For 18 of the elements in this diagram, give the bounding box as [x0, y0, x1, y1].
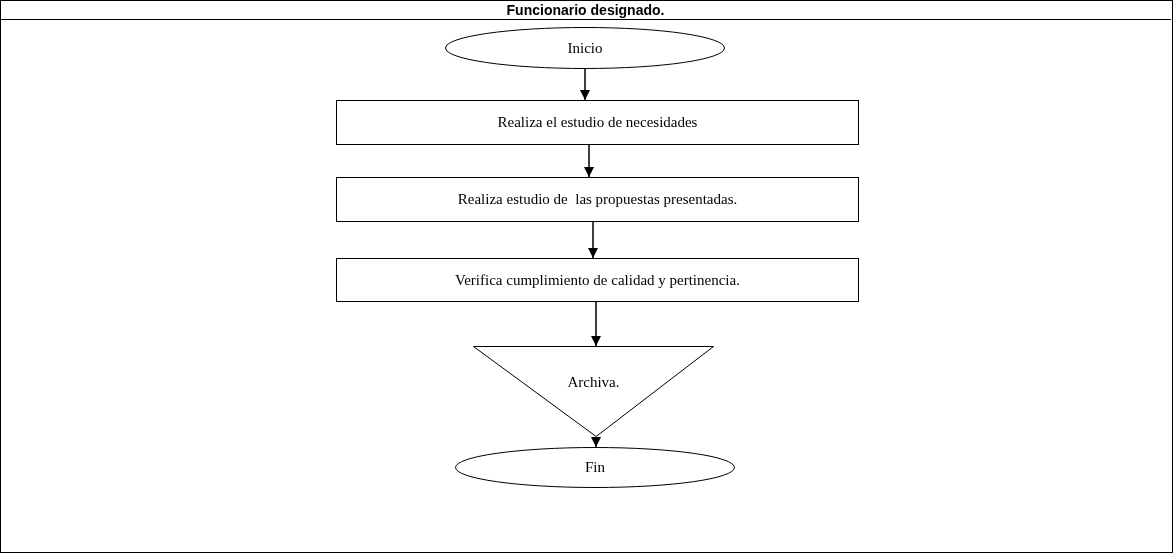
process-box	[336, 258, 859, 302]
node-label: Fin	[585, 459, 605, 476]
arrow	[588, 221, 598, 259]
title: Funcionario designado.	[506, 1, 665, 18]
process-box	[336, 177, 859, 222]
node-label: Verifica cumplimiento de calidad y pertinencia.	[455, 271, 740, 289]
node-label: Realiza estudio de las propuestas presentadas.	[457, 191, 738, 208]
node-label: Realiza el estudio de necesidades	[497, 114, 698, 131]
node-label: Archiva.	[567, 374, 620, 391]
node-label: Inicio	[567, 39, 603, 57]
arrow	[584, 144, 594, 178]
arrow	[580, 68, 590, 101]
arrow	[591, 301, 601, 347]
process-box	[336, 100, 859, 145]
terminal-ellipse	[455, 447, 735, 488]
storage-triangle	[473, 346, 714, 437]
terminal-ellipse	[445, 27, 725, 69]
arrow	[591, 436, 601, 448]
